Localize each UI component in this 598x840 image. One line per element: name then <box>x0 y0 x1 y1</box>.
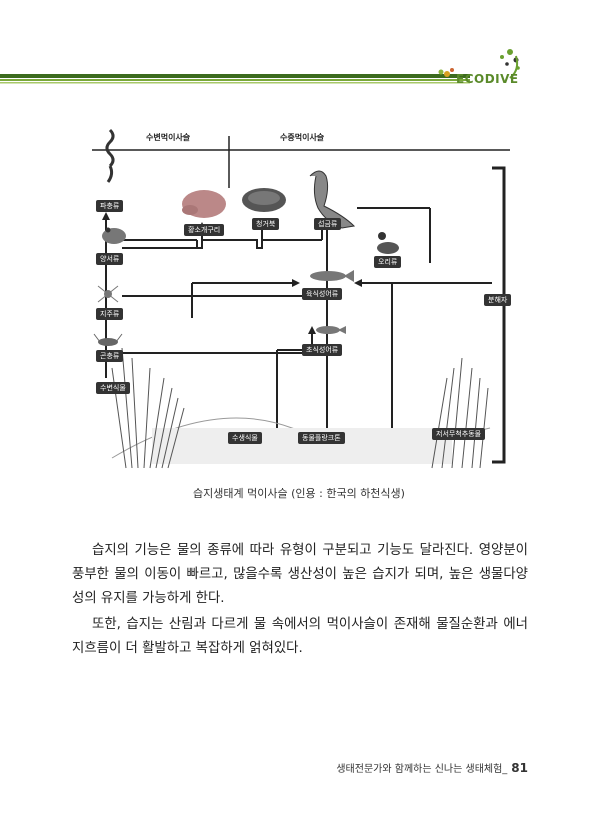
riparian-chain-header: 수변먹이사슬 <box>146 133 191 142</box>
label-reptile: 파충류 <box>96 200 124 212</box>
heron-icon <box>309 170 356 229</box>
footer-title: 생태전문가와 함께하는 신나는 생태체험_ <box>336 764 508 775</box>
small-fish-icon <box>316 326 346 334</box>
label-bullfrog: 황소개구리 <box>184 224 225 236</box>
paragraph-2: 또한, 습지는 산림과 다르게 물 속에서의 먹이사슬이 존재해 물질순환과 에… <box>72 617 528 657</box>
page-number: 81 <box>511 761 528 775</box>
reeds-right-icon <box>431 357 489 469</box>
label-spider: 지주류 <box>96 308 124 320</box>
paragraph-1: 습지의 기능은 물의 종류에 따라 유형이 구분되고 기능도 달라진다. 영양분… <box>72 543 528 607</box>
duck-icon <box>377 232 399 254</box>
label-carnivorous-fish: 육식성어류 <box>302 288 343 300</box>
label-duck: 오리류 <box>374 256 402 268</box>
food-web-lines <box>92 128 510 469</box>
turtle-icon <box>242 188 286 212</box>
label-insect: 곤충류 <box>96 350 124 362</box>
figure-caption: 습지생태계 먹이사슬 (인용 : 한국의 하천식생) <box>193 487 405 500</box>
fish-icon <box>310 270 354 282</box>
bullfrog-icon <box>182 190 226 218</box>
label-riparian-plants: 수변식물 <box>96 382 130 394</box>
frog-icon <box>102 227 126 244</box>
page-footer: 생태전문가와 함께하는 신나는 생태체험_81 <box>300 760 528 775</box>
label-turtle: 청거북 <box>252 218 280 230</box>
aquatic-chain-header: 수중먹이사슬 <box>280 133 325 142</box>
header-stripes <box>0 49 520 84</box>
label-herbivorous-fish: 초식성어류 <box>302 344 343 356</box>
label-wading-bird: 섭금류 <box>314 218 342 230</box>
food-web-diagram: 수변먹이사슬 수중먹이사슬 파충류 양서류 지주류 곤충류 수변식물 황소개구리… <box>92 128 512 470</box>
label-aquatic-plants: 수생식물 <box>228 432 262 444</box>
label-zooplankton: 동물플랑크톤 <box>298 432 345 444</box>
tree-logo-icon <box>438 68 454 77</box>
reeds-left-icon <box>111 347 185 469</box>
grasshopper-icon <box>93 333 123 346</box>
spider-icon <box>97 285 119 303</box>
brand-logo-text: ECODIVE <box>456 72 519 86</box>
label-decomposer: 분해자 <box>484 294 512 306</box>
snake-icon <box>105 128 115 183</box>
label-amphibian: 양서류 <box>96 253 124 265</box>
page-header: ECODIVE <box>0 0 598 95</box>
label-benthic: 저서무척추동물 <box>432 428 486 440</box>
leaf-dots-icon <box>500 49 520 79</box>
